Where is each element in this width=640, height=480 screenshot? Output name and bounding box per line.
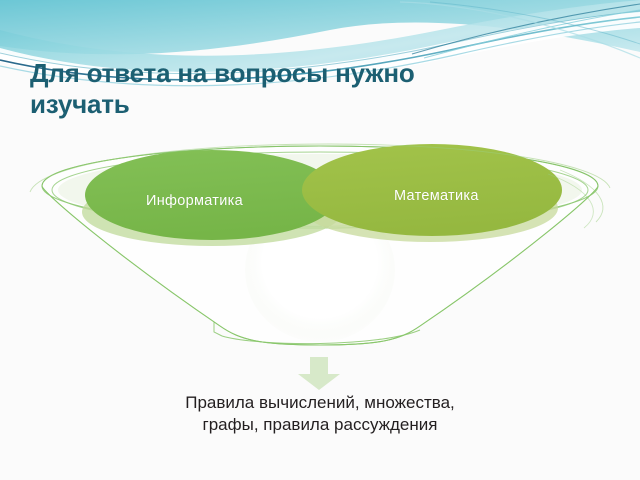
diagram-caption-line-2: графы, правила рассуждения (202, 415, 438, 434)
diagram-caption-line-1: Правила вычислений, множества, (185, 393, 455, 412)
funnel-diagram (0, 140, 640, 370)
funnel-label-informatika: Информатика (146, 193, 243, 209)
diagram-caption: Правила вычислений, множества, графы, пр… (70, 392, 570, 436)
header-wave-main (0, 0, 640, 55)
funnel-decor-arc-3 (547, 173, 594, 229)
funnel-decor-arc-2 (559, 169, 604, 223)
funnel-label-matematika: Математика (394, 188, 479, 204)
arrow-down-icon (296, 357, 342, 391)
header-wave-arc-3 (399, 1, 640, 59)
funnel-wall-right (319, 185, 599, 346)
header-wave-arc-1 (411, 3, 640, 55)
header-wave-arc-4 (429, 1, 640, 45)
page-title-line-2: изучать (30, 89, 130, 119)
funnel-spout-base (221, 329, 421, 345)
ellipse-matematika (302, 144, 562, 236)
page-title: Для ответа на вопросы нужно изучать (30, 58, 590, 120)
header-wave-arc-2 (423, 9, 640, 59)
ellipse-informatika (85, 150, 339, 240)
funnel-decor-arc-1 (29, 143, 611, 193)
funnel-spout-notch (213, 322, 223, 337)
page-title-line-1: Для ответа на вопросы нужно (30, 58, 415, 88)
arrow-down-shape (298, 357, 340, 390)
